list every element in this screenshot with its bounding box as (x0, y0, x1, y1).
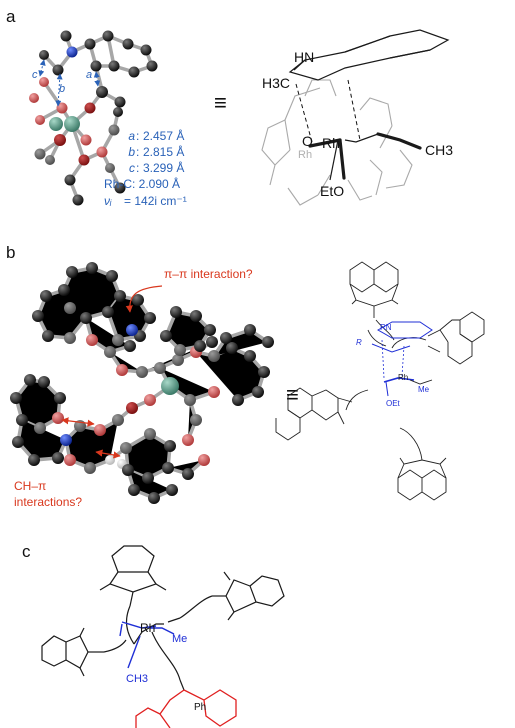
panel-b-schematic (275, 261, 485, 501)
meas-b-key: b (128, 145, 135, 159)
distance-b-marker: b (59, 83, 65, 95)
ch-pi-label-line2: interactions? (14, 495, 82, 509)
rh-label: Rh (322, 135, 340, 151)
panel-c-structure: Rh Me CH3 Ph (41, 545, 285, 728)
rhodium-atom (64, 116, 80, 132)
distance-c-marker: c (32, 69, 38, 81)
meas-b-value: 2.815 Å (143, 144, 184, 159)
meas-a-value: 2.457 Å (143, 128, 184, 143)
svg-text::: : (136, 145, 139, 159)
rn-label: RN (380, 323, 392, 332)
panel-c: c (22, 542, 285, 728)
ph-label: Ph (194, 702, 206, 713)
ch3-label-c: CH3 (126, 673, 148, 685)
eto-label: EtO (320, 183, 344, 199)
measurement-table: a : 2.457 Å b : 2.815 Å c : 3.299 Å Rh-C… (104, 128, 187, 208)
imaginary-frequency: = 142i cm⁻¹ (124, 194, 187, 208)
hn-label: HN (294, 49, 314, 65)
svg-text::: : (136, 129, 139, 143)
h3c-label: H3C (262, 75, 290, 91)
freq-symbol: νᵢ (104, 194, 112, 208)
panel-b: b (6, 243, 485, 509)
me-label-c: Me (172, 633, 187, 645)
me-label-b: Me (418, 385, 430, 394)
rh-label-c: Rh (140, 621, 155, 635)
panel-b-3d-model: π–π interaction? CH–π interactions? (10, 262, 274, 509)
ch3-label: CH3 (425, 142, 453, 158)
pi-pi-interaction-label: π–π interaction? (164, 267, 253, 281)
meas-c-value: 3.299 Å (143, 160, 184, 175)
rhodium-atom-b (161, 377, 179, 395)
r-label: R (356, 338, 362, 347)
nitrogen-atom (66, 46, 78, 58)
o-label: O (302, 133, 313, 149)
panel-b-core: RN R Rh Me OEt (356, 321, 433, 408)
red-ligand (135, 689, 237, 728)
panel-c-label: c (22, 542, 31, 561)
equivalence-symbol-a: ≡ (214, 90, 227, 115)
equivalence-symbol-b: ≡ (286, 382, 299, 407)
svg-text::: : (136, 161, 139, 175)
ch-pi-label-line1: CH–π (14, 479, 46, 493)
meas-a-key: a (128, 129, 135, 143)
oet-label: OEt (386, 399, 401, 408)
rh-label-b: Rh (398, 373, 408, 382)
panel-a-structure: HN H3C Rh Rh O CH3 EtO (261, 29, 453, 206)
rh-c-distance: Rh-C: 2.090 Å (104, 176, 180, 191)
meas-c-key: c (129, 161, 135, 175)
panel-a: a (6, 7, 453, 208)
distance-a-marker: a (86, 69, 92, 81)
blue-ligand (119, 621, 175, 669)
rh-ghost-label: Rh (298, 149, 312, 161)
panel-b-label: b (6, 243, 15, 262)
panel-a-label: a (6, 7, 16, 26)
panel-a-3d-model: c b a (29, 30, 158, 206)
